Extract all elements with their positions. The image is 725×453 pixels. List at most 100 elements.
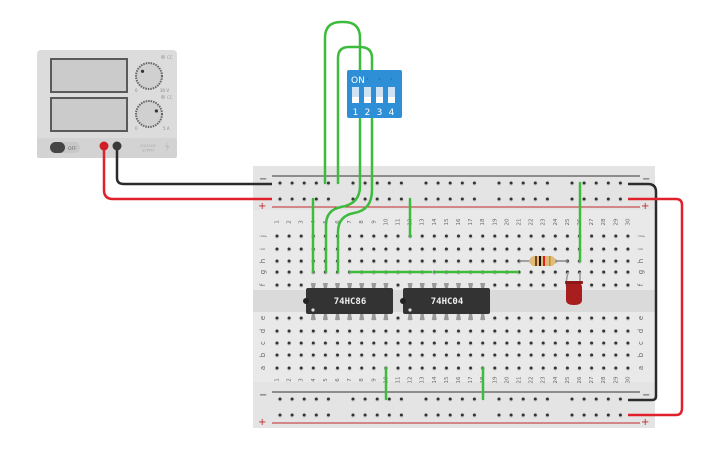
breadboard-hole[interactable]: [545, 397, 549, 401]
breadboard-hole[interactable]: [444, 366, 448, 370]
breadboard-hole[interactable]: [275, 366, 279, 370]
breadboard-hole[interactable]: [399, 181, 403, 185]
breadboard-hole[interactable]: [529, 341, 533, 345]
breadboard-hole[interactable]: [302, 397, 306, 401]
breadboard-hole[interactable]: [565, 341, 569, 345]
breadboard-hole[interactable]: [626, 270, 630, 274]
breadboard-hole[interactable]: [517, 366, 521, 370]
breadboard-hole[interactable]: [396, 316, 400, 320]
breadboard-hole[interactable]: [396, 353, 400, 357]
breadboard-hole[interactable]: [287, 283, 291, 287]
breadboard-hole[interactable]: [529, 316, 533, 320]
breadboard-hole[interactable]: [505, 259, 509, 263]
breadboard-hole[interactable]: [314, 197, 318, 201]
breadboard-hole[interactable]: [509, 413, 513, 417]
breadboard-hole[interactable]: [336, 341, 339, 345]
red-terminal[interactable]: [99, 141, 109, 151]
breadboard-hole[interactable]: [509, 197, 513, 201]
breadboard-hole[interactable]: [541, 283, 545, 287]
breadboard-hole[interactable]: [533, 181, 537, 185]
breadboard-hole[interactable]: [460, 181, 464, 185]
resistor[interactable]: [519, 255, 568, 267]
breadboard-hole[interactable]: [481, 247, 485, 251]
breadboard-hole[interactable]: [311, 353, 315, 357]
breadboard-hole[interactable]: [529, 247, 533, 251]
breadboard-hole[interactable]: [493, 259, 497, 263]
breadboard-hole[interactable]: [614, 341, 618, 345]
breadboard-hole[interactable]: [590, 270, 594, 274]
breadboard-hole[interactable]: [375, 397, 379, 401]
breadboard-hole[interactable]: [448, 181, 452, 185]
breadboard-hole[interactable]: [287, 341, 291, 345]
breadboard-hole[interactable]: [396, 259, 400, 263]
breadboard-hole[interactable]: [505, 234, 509, 238]
breadboard-hole[interactable]: [287, 353, 291, 357]
breadboard-hole[interactable]: [387, 181, 391, 185]
breadboard-hole[interactable]: [311, 341, 315, 345]
breadboard-hole[interactable]: [278, 181, 282, 185]
breadboard-hole[interactable]: [444, 341, 448, 345]
breadboard-hole[interactable]: [396, 341, 400, 345]
breadboard-hole[interactable]: [533, 197, 537, 201]
breadboard-hole[interactable]: [614, 283, 618, 287]
breadboard-hole[interactable]: [278, 197, 282, 201]
breadboard-hole[interactable]: [472, 397, 476, 401]
breadboard-hole[interactable]: [360, 341, 364, 345]
breadboard-hole[interactable]: [505, 247, 509, 251]
chip-74hc04[interactable]: 74HC04: [400, 283, 490, 320]
breadboard-hole[interactable]: [545, 197, 549, 201]
breadboard-hole[interactable]: [408, 341, 412, 345]
breadboard-hole[interactable]: [626, 259, 630, 263]
breadboard-hole[interactable]: [287, 270, 291, 274]
breadboard-hole[interactable]: [606, 197, 610, 201]
breadboard-hole[interactable]: [432, 341, 436, 345]
breadboard-hole[interactable]: [493, 329, 497, 333]
breadboard-hole[interactable]: [493, 234, 497, 238]
breadboard-hole[interactable]: [618, 413, 622, 417]
breadboard-hole[interactable]: [541, 341, 545, 345]
breadboard-hole[interactable]: [553, 247, 557, 251]
breadboard-hole[interactable]: [594, 197, 598, 201]
breadboard-hole[interactable]: [469, 329, 473, 333]
breadboard-hole[interactable]: [541, 270, 545, 274]
breadboard-hole[interactable]: [521, 197, 525, 201]
breadboard-hole[interactable]: [336, 329, 339, 333]
breadboard-hole[interactable]: [372, 341, 376, 345]
breadboard-hole[interactable]: [493, 316, 497, 320]
breadboard-hole[interactable]: [420, 329, 424, 333]
breadboard-hole[interactable]: [432, 353, 436, 357]
breadboard-hole[interactable]: [387, 413, 391, 417]
breadboard-hole[interactable]: [472, 181, 476, 185]
breadboard-hole[interactable]: [457, 329, 460, 333]
breadboard-hole[interactable]: [505, 283, 509, 287]
breadboard-hole[interactable]: [565, 366, 569, 370]
breadboard-hole[interactable]: [570, 197, 574, 201]
breadboard-hole[interactable]: [424, 397, 428, 401]
breadboard-hole[interactable]: [360, 366, 364, 370]
black-terminal[interactable]: [112, 141, 122, 151]
breadboard-hole[interactable]: [396, 329, 400, 333]
breadboard-hole[interactable]: [469, 341, 473, 345]
breadboard-hole[interactable]: [360, 353, 364, 357]
breadboard-hole[interactable]: [626, 247, 630, 251]
breadboard-hole[interactable]: [553, 234, 557, 238]
breadboard-hole[interactable]: [432, 329, 436, 333]
breadboard-hole[interactable]: [420, 341, 424, 345]
breadboard-hole[interactable]: [399, 197, 403, 201]
breadboard-hole[interactable]: [384, 259, 388, 263]
breadboard-hole[interactable]: [396, 247, 400, 251]
breadboard-hole[interactable]: [311, 329, 315, 333]
current-knob[interactable]: [135, 100, 163, 128]
breadboard-hole[interactable]: [578, 366, 581, 370]
breadboard-hole[interactable]: [481, 259, 485, 263]
breadboard-hole[interactable]: [275, 247, 279, 251]
breadboard-hole[interactable]: [517, 247, 521, 251]
breadboard-hole[interactable]: [493, 283, 497, 287]
breadboard-hole[interactable]: [336, 366, 339, 370]
voltage-knob[interactable]: [135, 62, 163, 90]
breadboard-hole[interactable]: [533, 397, 537, 401]
breadboard-hole[interactable]: [553, 341, 557, 345]
breadboard-hole[interactable]: [444, 353, 448, 357]
breadboard-hole[interactable]: [618, 181, 622, 185]
breadboard-hole[interactable]: [326, 397, 330, 401]
